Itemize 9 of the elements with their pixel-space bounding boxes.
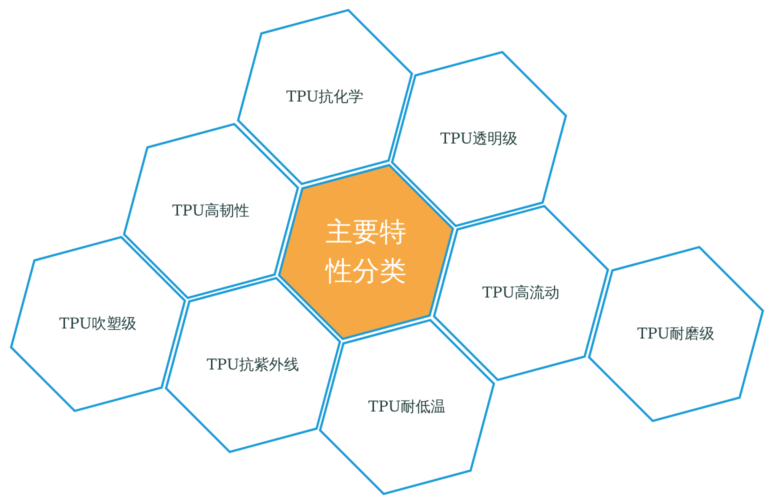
hexagon-label: TPU高韧性	[172, 202, 250, 220]
center-label: 主要特性分类	[324, 216, 408, 289]
hexagon-label: TPU抗紫外线	[206, 356, 300, 374]
hexagon-label: TPU高流动	[482, 284, 560, 302]
hexagon-label: TPU透明级	[440, 130, 518, 148]
hexagon-label: TPU抗化学	[286, 88, 364, 106]
hexagon-label: TPU耐低温	[368, 398, 446, 416]
hexagon-label: TPU吹塑级	[59, 314, 137, 334]
hexagon-label: TPU耐磨级	[637, 324, 715, 344]
